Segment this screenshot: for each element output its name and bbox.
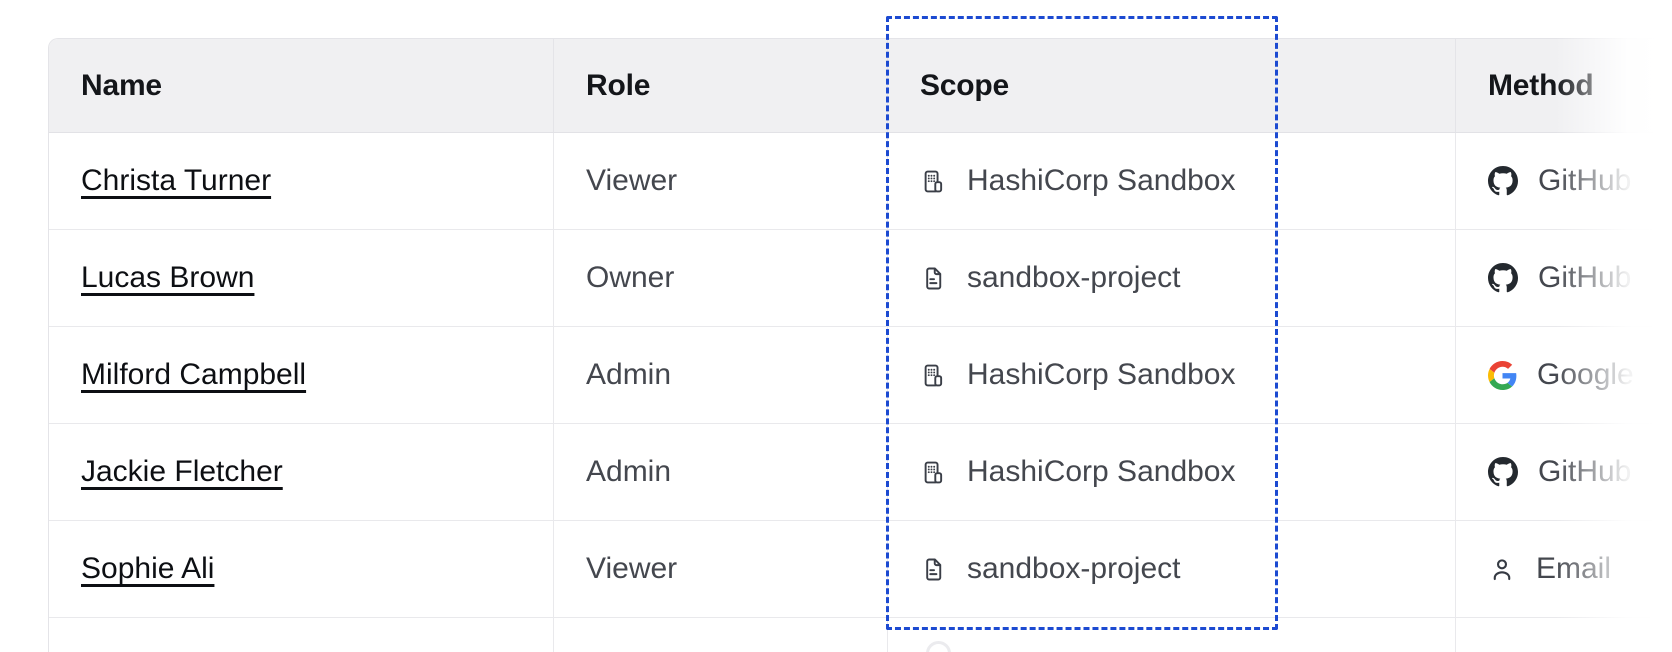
member-scope-cell: HashiCorp Sandbox (888, 424, 1456, 520)
github-icon (1488, 457, 1518, 487)
table-row: Christa Turner Viewer HashiCorp Sandbox … (49, 133, 1672, 230)
role-text: Viewer (586, 552, 678, 585)
member-method-cell: GitHub (1456, 424, 1672, 520)
role-text: Viewer (586, 164, 678, 197)
member-name-cell: Lucas Brown (49, 230, 554, 326)
member-name-cell: Christa Turner (49, 133, 554, 229)
member-name-link[interactable]: Sophie Ali (81, 552, 215, 585)
user-icon (1488, 555, 1516, 583)
member-name-link[interactable]: Christa Turner (81, 164, 272, 197)
member-name-link[interactable]: Lucas Brown (81, 261, 255, 294)
column-header-scope-label: Scope (920, 68, 1010, 102)
member-role-cell (554, 618, 888, 652)
table-row: Sophie Ali Viewer sandbox-project Email (49, 521, 1672, 618)
scope-text: HashiCorp Sandbox (967, 358, 1236, 391)
member-name-link[interactable]: Jackie Fletcher (81, 455, 283, 488)
member-scope-cell: sandbox-project (888, 521, 1456, 617)
file-text-icon (920, 265, 947, 292)
role-text: Admin (586, 455, 672, 488)
member-method-cell: Google (1456, 327, 1672, 423)
member-method-cell (1456, 618, 1672, 652)
table-row: Jackie Fletcher Admin HashiCorp Sandbox … (49, 424, 1672, 521)
member-method-cell: Email (1456, 521, 1672, 617)
scope-text: sandbox-project (967, 261, 1181, 294)
member-scope-cell (888, 618, 1456, 652)
member-role-cell: Admin (554, 424, 888, 520)
method-text: Google (1537, 358, 1634, 391)
member-role-cell: Viewer (554, 133, 888, 229)
member-method-cell: GitHub (1456, 230, 1672, 326)
column-header-method-label: Method (1488, 68, 1594, 102)
member-scope-cell: sandbox-project (888, 230, 1456, 326)
scope-text: HashiCorp Sandbox (967, 164, 1236, 197)
member-method-cell: GitHub (1456, 133, 1672, 229)
org-icon (920, 459, 947, 486)
member-name-link[interactable]: Milford Campbell (81, 358, 307, 391)
org-icon (920, 362, 947, 389)
column-header-name-label: Name (81, 68, 162, 102)
scope-text: sandbox-project (967, 552, 1181, 585)
method-text: GitHub (1538, 261, 1632, 294)
table-row-partial (49, 618, 1672, 652)
role-text: Owner (586, 261, 675, 294)
column-header-name[interactable]: Name (49, 39, 554, 132)
column-header-role[interactable]: Role (554, 39, 888, 132)
role-text: Admin (586, 358, 672, 391)
file-text-icon (920, 556, 947, 583)
member-role-cell: Owner (554, 230, 888, 326)
member-name-cell: Milford Campbell (49, 327, 554, 423)
method-text: GitHub (1538, 455, 1632, 488)
column-header-method[interactable]: Method (1456, 39, 1672, 132)
table-row: Lucas Brown Owner sandbox-project GitHub (49, 230, 1672, 327)
github-icon (1488, 263, 1518, 293)
table-header-row: Name Role Scope Method (49, 39, 1672, 133)
member-role-cell: Admin (554, 327, 888, 423)
member-scope-cell: HashiCorp Sandbox (888, 133, 1456, 229)
member-scope-cell: HashiCorp Sandbox (888, 327, 1456, 423)
member-name-cell (49, 618, 554, 652)
member-role-cell: Viewer (554, 521, 888, 617)
column-header-role-label: Role (586, 68, 651, 102)
method-text: Email (1536, 552, 1612, 585)
column-header-scope[interactable]: Scope (888, 39, 1456, 132)
org-icon (920, 168, 947, 195)
google-icon (1488, 361, 1517, 390)
github-icon (1488, 166, 1518, 196)
members-table: Name Role Scope Method Christa Turner Vi… (48, 38, 1672, 652)
scope-text: HashiCorp Sandbox (967, 455, 1236, 488)
table-row: Milford Campbell Admin HashiCorp Sandbox… (49, 327, 1672, 424)
member-name-cell: Sophie Ali (49, 521, 554, 617)
method-text: GitHub (1538, 164, 1632, 197)
member-name-cell: Jackie Fletcher (49, 424, 554, 520)
